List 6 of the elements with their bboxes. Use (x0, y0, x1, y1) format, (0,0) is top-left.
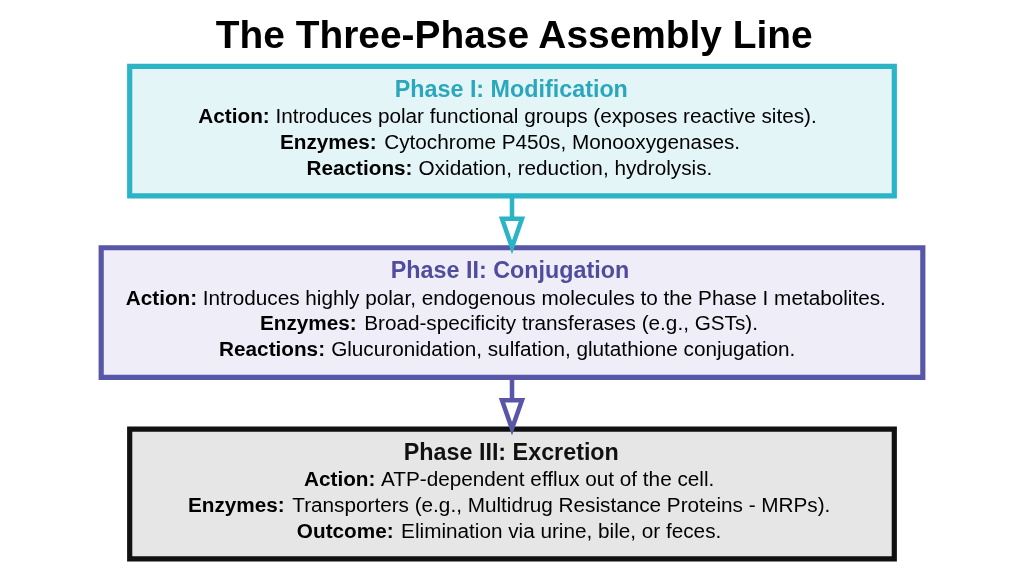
node-box: Phase III: Excretion Action: ATP-dependent efflux out of the cell. Enzymes: Transporters (e.g., Multidrug Resistance Proteins - MRPs). Outcome: Elimination via urine, bile, or feces. (127, 426, 897, 562)
arrow (498, 377, 526, 436)
diagram-title: The Three-Phase Assembly Line (215, 13, 813, 57)
arrow (498, 196, 526, 255)
node-box: Phase II: Conjugation Action: Introduces highly polar, endogenous molecules to the Phase I metabolites. Enzymes: Broad-specificity transferases (e.g., GSTs). Reactions: Glucuronidation, sulfation, glutathione conjugation. (98, 245, 926, 380)
node-box: Phase I: Modification Action: Introduces polar functional groups (exposes reactive sites). Enzymes: Cytochrome P450s, Monooxygenases. Reactions: Oxidation, reduction, hydrolysis. (127, 63, 897, 199)
